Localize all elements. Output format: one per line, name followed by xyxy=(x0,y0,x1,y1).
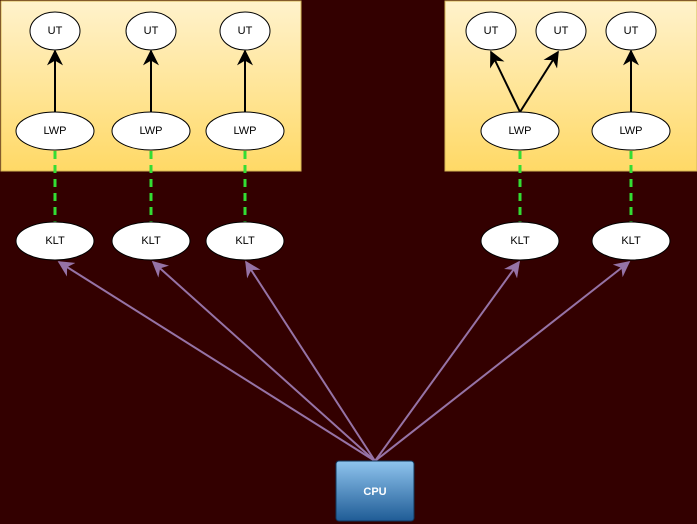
klt-node: KLT xyxy=(480,221,560,261)
ut-node: UT xyxy=(125,11,177,51)
klt-label: KLT xyxy=(141,235,161,247)
lwp-label: LWP xyxy=(43,125,66,137)
klt-node: KLT xyxy=(15,221,95,261)
cpu-to-klt-3 xyxy=(245,260,376,462)
ut-label: UT xyxy=(554,25,569,37)
ut-node-shape xyxy=(535,11,587,51)
klt-label: KLT xyxy=(621,235,641,247)
lwp-node: LWP xyxy=(480,111,560,151)
ut-label: UT xyxy=(484,25,499,37)
lwp-node-shape xyxy=(15,111,95,151)
lwp-4-to-ut-4 xyxy=(490,50,521,113)
klt-node: KLT xyxy=(111,221,191,261)
lwp-node-shape xyxy=(205,111,285,151)
cpu-node: CPU xyxy=(335,460,415,522)
cpu-to-klt-2 xyxy=(151,260,376,462)
klt-node-shape xyxy=(111,221,191,261)
ut-node: UT xyxy=(465,11,517,51)
lwp-node: LWP xyxy=(111,111,191,151)
lwp-ut-links xyxy=(47,49,639,115)
klt-label: KLT xyxy=(45,235,65,247)
klt-label: KLT xyxy=(235,235,255,247)
klt-node: KLT xyxy=(591,221,671,261)
cpu-to-klt-5 xyxy=(374,261,631,462)
ut-label: UT xyxy=(48,25,63,37)
cpu-klt-links xyxy=(57,260,631,462)
cpu-to-klt-1 xyxy=(57,261,376,462)
lwp-node: LWP xyxy=(205,111,285,151)
cpu-label: CPU xyxy=(363,486,386,498)
klt-node-shape xyxy=(15,221,95,261)
lwp-label: LWP xyxy=(233,125,256,137)
klt-label: KLT xyxy=(510,235,530,247)
ut-node-shape xyxy=(219,11,271,51)
klt-node-shape xyxy=(591,221,671,261)
lwp-label: LWP xyxy=(139,125,162,137)
lwp-label: LWP xyxy=(619,125,642,137)
lwp-node: LWP xyxy=(15,111,95,151)
cpu-box xyxy=(335,460,415,522)
lwp-node: LWP xyxy=(591,111,671,151)
ut-node-shape xyxy=(605,11,657,51)
klt-node: KLT xyxy=(205,221,285,261)
cpu-to-klt-4 xyxy=(374,260,520,462)
ut-node: UT xyxy=(29,11,81,51)
ut-node: UT xyxy=(605,11,657,51)
lwp-label: LWP xyxy=(508,125,531,137)
klt-node-shape xyxy=(480,221,560,261)
lwp-node-shape xyxy=(111,111,191,151)
lwp-node-shape xyxy=(591,111,671,151)
ut-node: UT xyxy=(219,11,271,51)
ut-node: UT xyxy=(535,11,587,51)
ut-label: UT xyxy=(144,25,159,37)
klt-node-shape xyxy=(205,221,285,261)
ut-label: UT xyxy=(238,25,253,37)
ut-node-shape xyxy=(125,11,177,51)
ut-node-shape xyxy=(29,11,81,51)
lwp-node-shape xyxy=(480,111,560,151)
lwp-klt-links xyxy=(53,151,633,225)
lwp-4-to-ut-5 xyxy=(519,50,559,113)
ut-label: UT xyxy=(624,25,639,37)
ut-node-shape xyxy=(465,11,517,51)
